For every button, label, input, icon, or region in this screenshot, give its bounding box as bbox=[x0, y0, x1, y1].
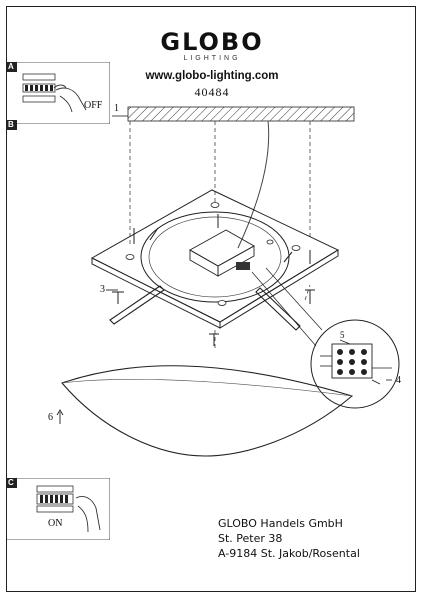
brand-logo: GLOBO bbox=[160, 28, 264, 56]
company-address: GLOBO Handels GmbH St. Peter 38 A-9184 S… bbox=[218, 516, 360, 561]
step-b-panel: B bbox=[6, 120, 416, 460]
article-number: 40484 bbox=[194, 85, 230, 99]
step-c-switch-label: ON bbox=[48, 518, 63, 529]
step-a-panel: A OFF bbox=[6, 62, 110, 124]
step-a-frame bbox=[6, 62, 110, 124]
step-b-frame bbox=[6, 120, 17, 130]
switch-off-icon bbox=[22, 73, 87, 113]
callout-1: 1 bbox=[114, 103, 119, 114]
callout-6: 6 bbox=[48, 412, 53, 423]
brand-subtitle: LIGHTING bbox=[183, 55, 241, 62]
callout-5: 5 bbox=[340, 330, 345, 340]
step-b-marker: B bbox=[8, 120, 14, 129]
address-line-1: GLOBO Handels GmbH bbox=[218, 517, 343, 530]
callout-4: 4 bbox=[396, 375, 401, 386]
step-c-panel: C ON bbox=[6, 478, 110, 540]
step-a-marker: A bbox=[8, 62, 14, 71]
address-line-3: A-9184 St. Jakob/Rosental bbox=[218, 547, 360, 560]
step-a-switch-label: OFF bbox=[84, 100, 103, 111]
page-frame bbox=[6, 6, 416, 592]
switch-on-icon bbox=[36, 485, 101, 533]
callout-3: 3 bbox=[100, 284, 105, 295]
step-c-marker: C bbox=[8, 478, 14, 487]
step-c-frame bbox=[6, 478, 110, 540]
address-line-2: St. Peter 38 bbox=[218, 532, 283, 545]
brand-website: www.globo-lighting.com bbox=[145, 70, 279, 82]
